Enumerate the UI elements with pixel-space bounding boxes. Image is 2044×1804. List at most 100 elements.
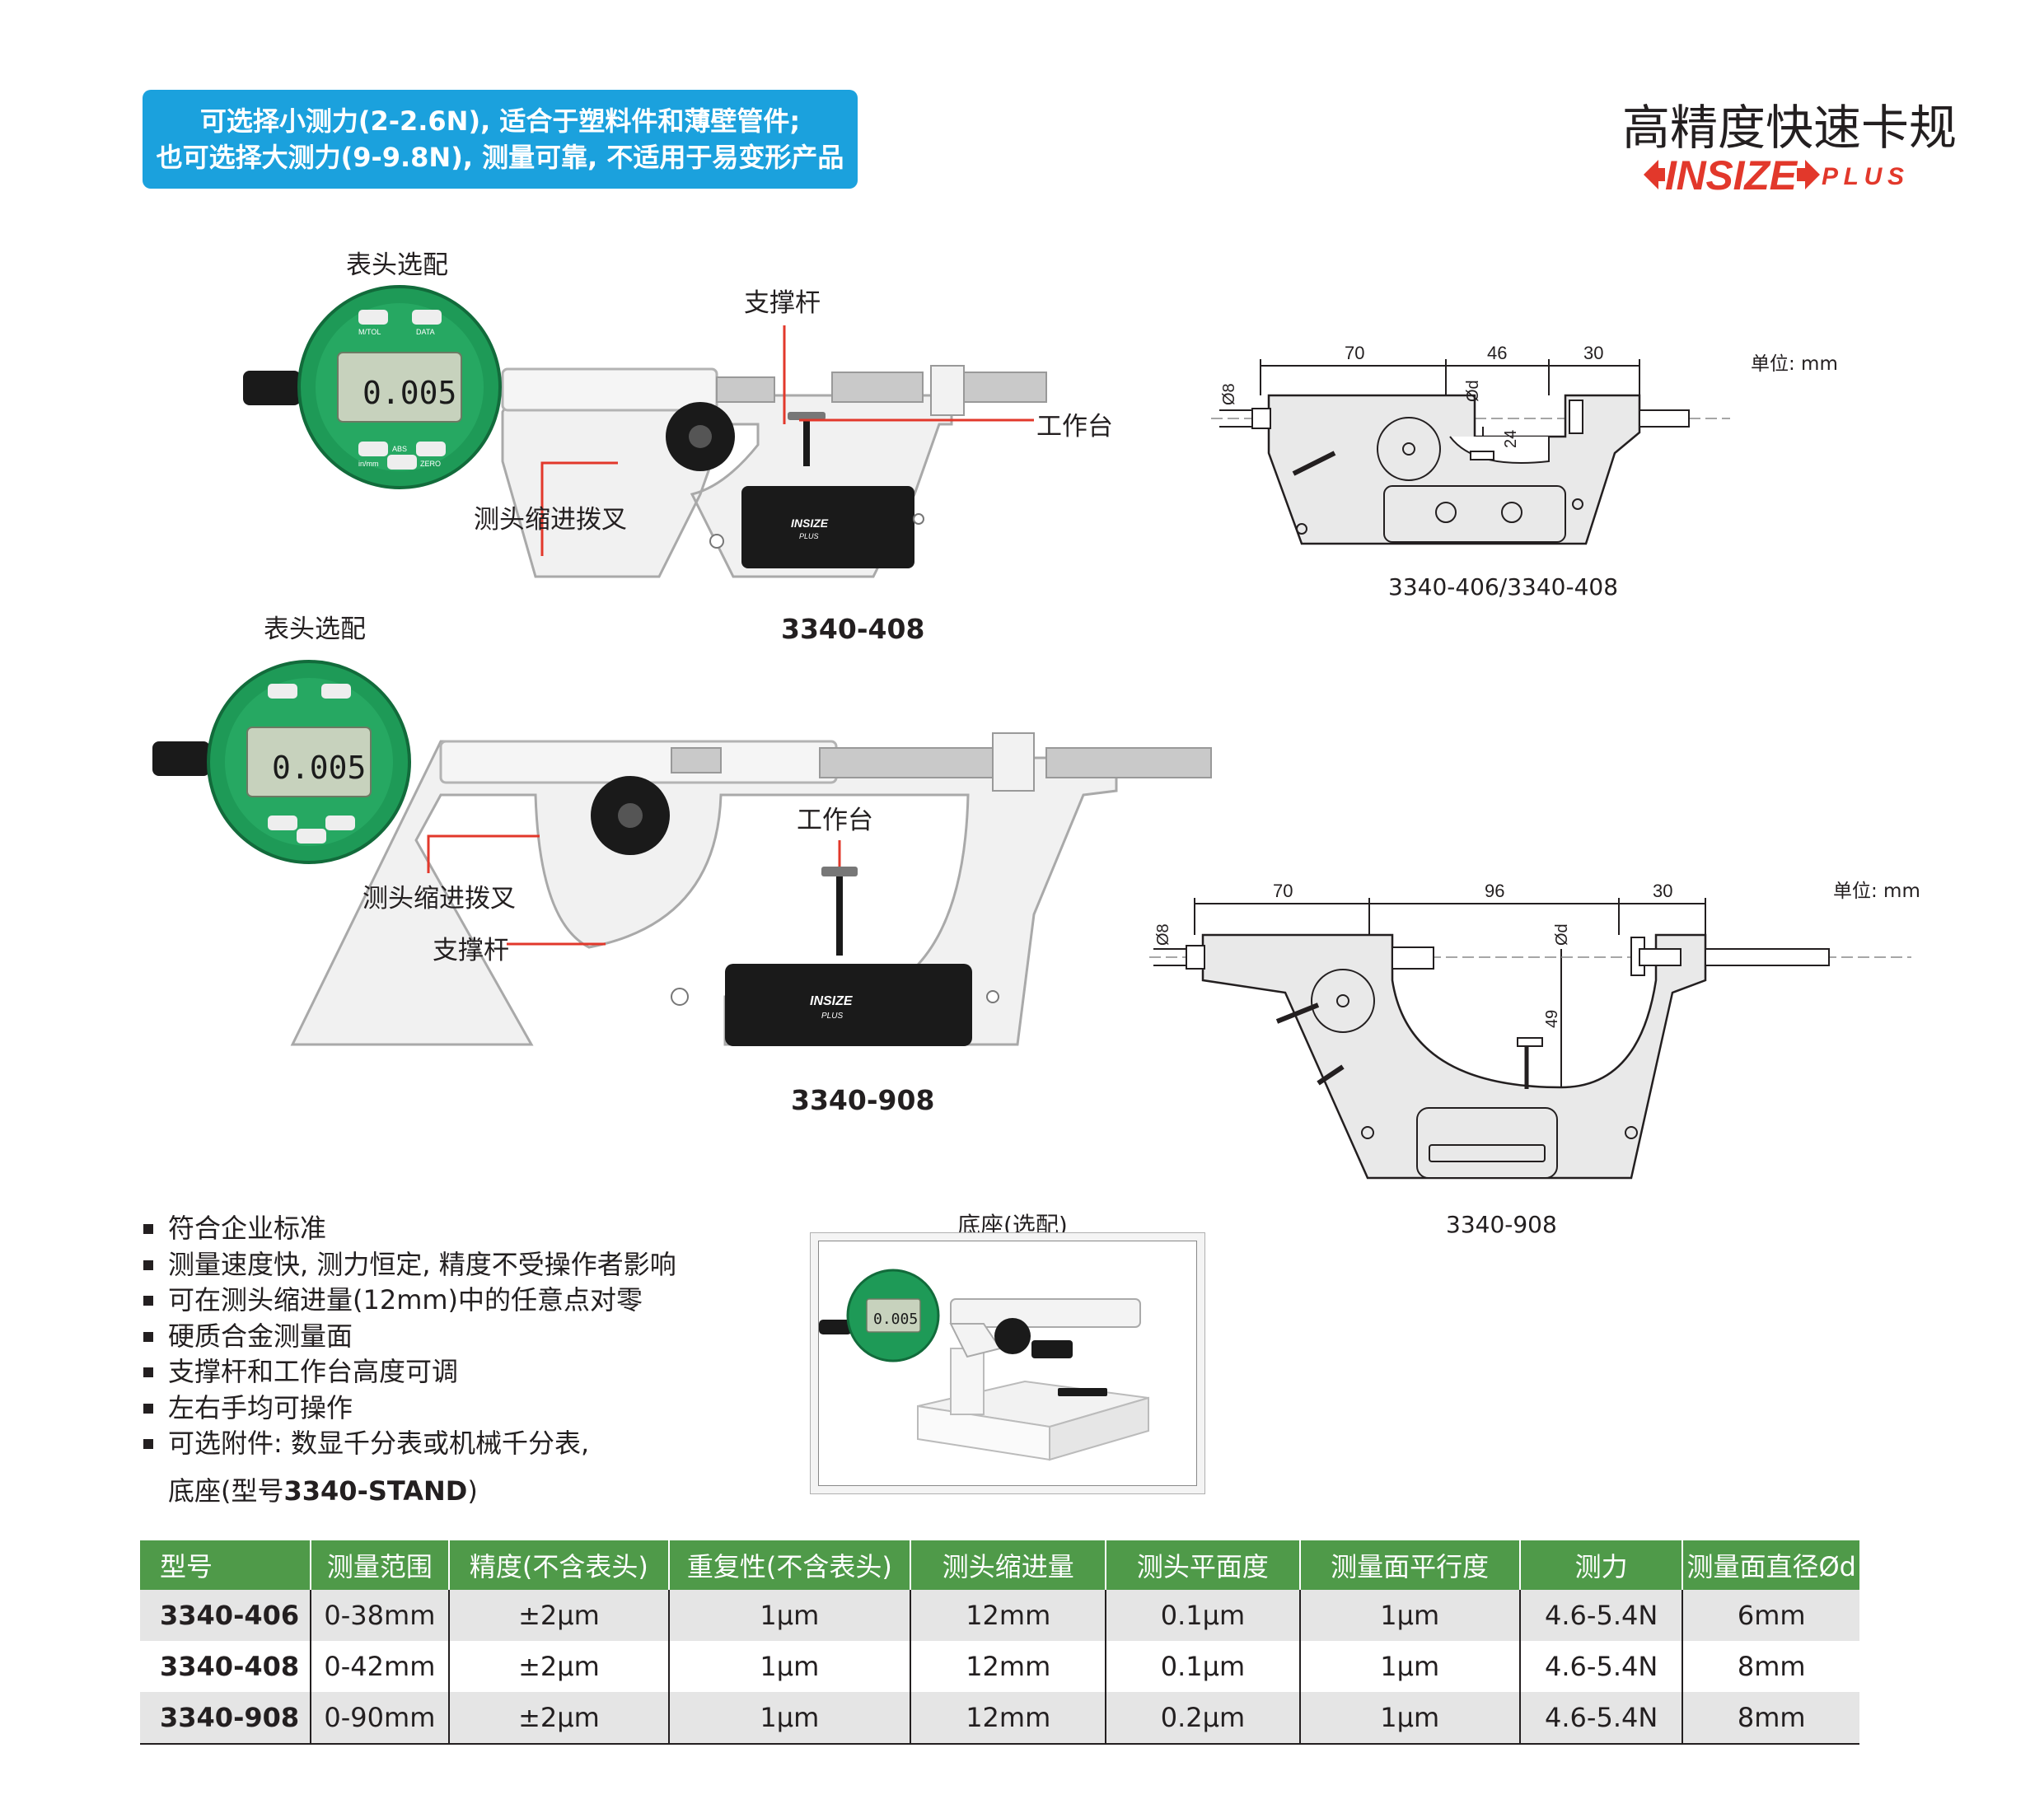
svg-text:PLUS: PLUS xyxy=(799,532,819,540)
cell: 0.1μm xyxy=(1106,1641,1301,1692)
col-header: 型号 xyxy=(140,1540,311,1590)
support-rod-label: 支撑杆 xyxy=(744,288,821,318)
drawing-caption: 3340-406/3340-408 xyxy=(1388,573,1619,601)
svg-text:96: 96 xyxy=(1485,881,1504,901)
cell: 8mm xyxy=(1682,1641,1859,1692)
cell: 0.1μm xyxy=(1106,1590,1301,1641)
insize-plus-logo: INSIZE PLUS xyxy=(1644,152,1904,199)
cell-model: 3340-406 xyxy=(140,1590,311,1641)
cell-model: 3340-408 xyxy=(140,1641,311,1692)
col-header: 测量面平行度 xyxy=(1299,1540,1521,1590)
cell: 4.6-5.4N xyxy=(1519,1641,1684,1692)
gauge-3340-408-photo: INSIZE PLUS 0.005 M/TOL DATA in/mm ABS Z… xyxy=(243,285,1047,578)
svg-text:ZERO: ZERO xyxy=(420,460,441,468)
dimension-drawing-3340-908: 70 96 30 Ø8 Ød 49 xyxy=(1149,881,1911,1180)
cell: 0-38mm xyxy=(310,1590,451,1641)
retract-lever-label: 测头缩进拨叉 xyxy=(362,884,516,914)
dial-option-label: 表头选配 xyxy=(346,250,448,280)
cell: 4.6-5.4N xyxy=(1519,1692,1684,1745)
cell: ±2μm xyxy=(449,1692,670,1745)
cell: 0-90mm xyxy=(310,1692,451,1745)
worktable-label: 工作台 xyxy=(1036,412,1113,442)
cell: 1μm xyxy=(668,1590,912,1641)
svg-text:46: 46 xyxy=(1487,343,1507,363)
feature-item: 支撑杆和工作台高度可调 xyxy=(138,1354,814,1390)
info-banner: 可选择小测力(2-2.6N), 适合于塑料件和薄壁管件; 也可选择大测力(9-9… xyxy=(143,90,858,189)
cell: ±2μm xyxy=(449,1590,670,1641)
cell: 1μm xyxy=(668,1641,912,1692)
stand-model: 3340-STAND xyxy=(283,1475,468,1507)
col-header: 重复性(不含表头) xyxy=(668,1540,912,1590)
svg-text:ABS: ABS xyxy=(392,445,407,453)
svg-text:70: 70 xyxy=(1345,343,1364,363)
cell: 8mm xyxy=(1682,1692,1859,1745)
svg-text:M/TOL: M/TOL xyxy=(358,328,381,336)
cell: 6mm xyxy=(1682,1590,1859,1641)
cell: 1μm xyxy=(1299,1692,1521,1745)
svg-text:0.005: 0.005 xyxy=(362,375,456,411)
stand-photo-frame: 0.005 xyxy=(810,1232,1205,1494)
cell: ±2μm xyxy=(449,1641,670,1692)
svg-text:INSIZE: INSIZE xyxy=(810,994,854,1008)
svg-text:24: 24 xyxy=(1502,430,1520,448)
stand-prefix: 底座(型号 xyxy=(168,1475,284,1507)
model-label-3340-908: 3340-908 xyxy=(791,1084,935,1116)
svg-text:30: 30 xyxy=(1583,343,1603,363)
cell: 4.6-5.4N xyxy=(1519,1590,1684,1641)
col-header: 测力 xyxy=(1519,1540,1684,1590)
feature-item: 符合企业标准 xyxy=(138,1211,814,1247)
gauge-3340-908-photo: INSIZE PLUS 0.005 xyxy=(152,660,1212,1046)
page-title: 高精度快速卡规 xyxy=(1621,100,1957,156)
table-header-row: 型号 测量范围 精度(不含表头) 重复性(不含表头) 测头缩进量 测头平面度 测… xyxy=(140,1540,1859,1590)
cell: 0.2μm xyxy=(1106,1692,1301,1745)
drawing-caption: 3340-908 xyxy=(1446,1211,1557,1238)
col-header: 测量范围 xyxy=(310,1540,451,1590)
cell: 1μm xyxy=(1299,1590,1521,1641)
svg-text:70: 70 xyxy=(1273,881,1293,901)
feature-item: 可选附件: 数显千分表或机械千分表, xyxy=(138,1426,814,1462)
svg-text:49: 49 xyxy=(1543,1010,1561,1028)
svg-text:in/mm: in/mm xyxy=(358,460,379,468)
feature-item: 左右手均可操作 xyxy=(138,1390,814,1427)
retract-lever-label: 测头缩进拨叉 xyxy=(474,505,627,535)
col-header: 测头缩进量 xyxy=(910,1540,1107,1590)
table-row: 3340-408 0-42mm ±2μm 1μm 12mm 0.1μm 1μm … xyxy=(140,1641,1859,1692)
feature-item: 硬质合金测量面 xyxy=(138,1319,814,1355)
cell: 12mm xyxy=(910,1590,1107,1641)
svg-text:Ø8: Ø8 xyxy=(1154,923,1172,946)
table-row: 3340-908 0-90mm ±2μm 1μm 12mm 0.2μm 1μm … xyxy=(140,1692,1859,1745)
support-rod-label: 支撑杆 xyxy=(433,936,509,965)
svg-text:0.005: 0.005 xyxy=(873,1311,918,1328)
banner-line-2: 也可选择大测力(9-9.8N), 测量可靠, 不适用于易变形产品 xyxy=(156,142,844,173)
svg-text:INSIZE: INSIZE xyxy=(1665,152,1798,199)
cell: 12mm xyxy=(910,1641,1107,1692)
svg-text:PLUS: PLUS xyxy=(821,1012,843,1021)
stand-suffix: ) xyxy=(467,1475,478,1507)
svg-text:DATA: DATA xyxy=(416,328,435,336)
svg-text:0.005: 0.005 xyxy=(272,750,366,786)
svg-text:Ød: Ød xyxy=(1553,923,1571,946)
dimension-drawing-3340-406-408: 70 46 30 Ø8 Ød 24 xyxy=(1211,343,1730,545)
unit-label: 单位: mm xyxy=(1833,881,1920,902)
banner-line-1: 可选择小测力(2-2.6N), 适合于塑料件和薄壁管件; xyxy=(199,105,801,137)
model-label-3340-408: 3340-408 xyxy=(781,613,925,645)
unit-label: 单位: mm xyxy=(1751,353,1838,375)
feature-item: 可在测头缩进量(12mm)中的任意点对零 xyxy=(138,1283,814,1319)
stand-photo: 0.005 xyxy=(819,1269,1149,1461)
feature-item-continuation: 底座(型号3340-STAND) xyxy=(168,1470,478,1508)
cell-model: 3340-908 xyxy=(140,1692,311,1745)
cell: 0-42mm xyxy=(310,1641,451,1692)
col-header: 精度(不含表头) xyxy=(449,1540,670,1590)
cell: 12mm xyxy=(910,1692,1107,1745)
col-header: 测量面直径Ød xyxy=(1682,1540,1859,1590)
feature-item: 测量速度快, 测力恒定, 精度不受操作者影响 xyxy=(138,1247,814,1283)
svg-text:PLUS: PLUS xyxy=(1822,163,1904,190)
cell: 1μm xyxy=(668,1692,912,1745)
cell: 1μm xyxy=(1299,1641,1521,1692)
svg-text:30: 30 xyxy=(1653,881,1672,901)
feature-list: 符合企业标准 测量速度快, 测力恒定, 精度不受操作者影响 可在测头缩进量(12… xyxy=(138,1211,814,1462)
dial-option-label: 表头选配 xyxy=(264,615,366,644)
svg-text:INSIZE: INSIZE xyxy=(791,516,829,530)
worktable-label: 工作台 xyxy=(797,806,873,835)
col-header: 测头平面度 xyxy=(1106,1540,1301,1590)
